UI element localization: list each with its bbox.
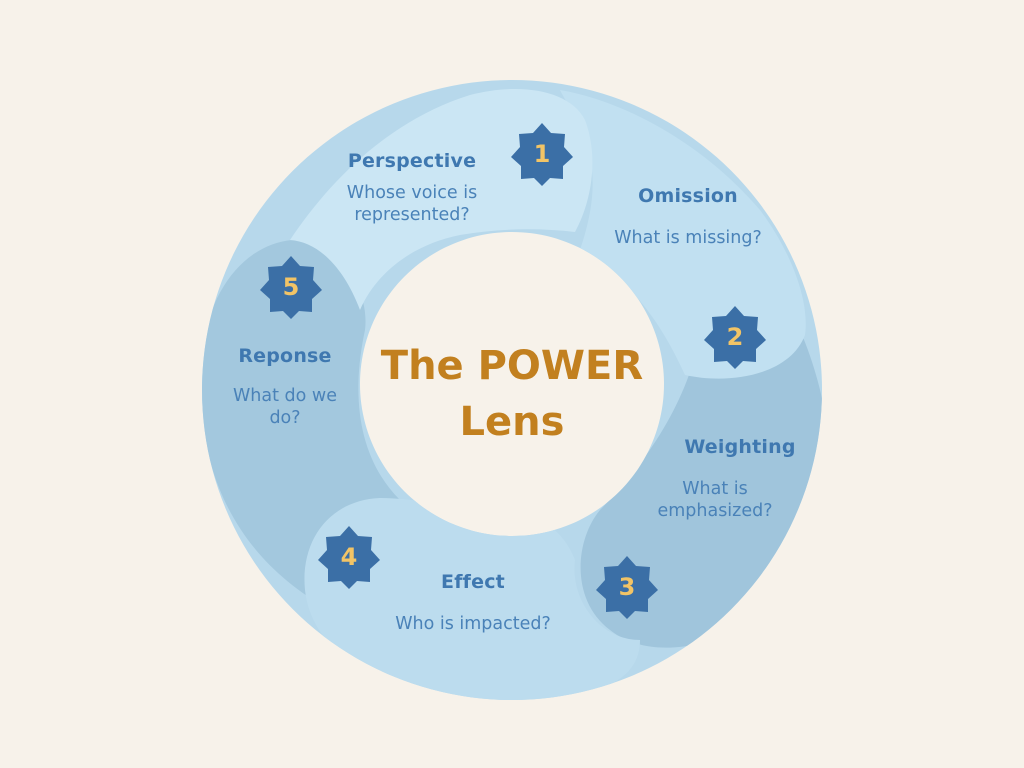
segment-effect [304,498,640,700]
badge-3-number: 3 [618,573,636,601]
diagram-title: The POWER Lens [362,338,662,450]
step-question: Whose voice is represented? [346,183,478,225]
step-question: What do we do? [232,386,337,428]
title-line-2: Lens [459,399,565,445]
step-weighting: Weighting What is emphasized? [640,436,830,522]
badge-5-number: 5 [282,273,300,301]
step-title: Effect [441,571,505,593]
step-question: What is missing? [614,228,762,248]
badge-2-number: 2 [726,323,744,351]
step-question: What is emphasized? [657,479,773,521]
step-question: Who is impacted? [395,614,551,634]
title-line-1: The POWER [380,343,644,389]
step-response: Reponse What do we do? [220,345,350,429]
step-title: Weighting [684,436,796,458]
step-title: Perspective [347,150,477,172]
step-title: Omission [638,185,738,207]
step-title: Reponse [238,345,332,367]
step-effect: Effect Who is impacted? [383,571,563,635]
step-perspective: Perspective Whose voice is represented? [322,150,502,226]
badge-4-number: 4 [340,543,358,571]
badge-1-number: 1 [533,140,551,168]
segment-omission [560,90,806,379]
segment-perspective [290,88,593,310]
step-omission: Omission What is missing? [598,185,778,249]
